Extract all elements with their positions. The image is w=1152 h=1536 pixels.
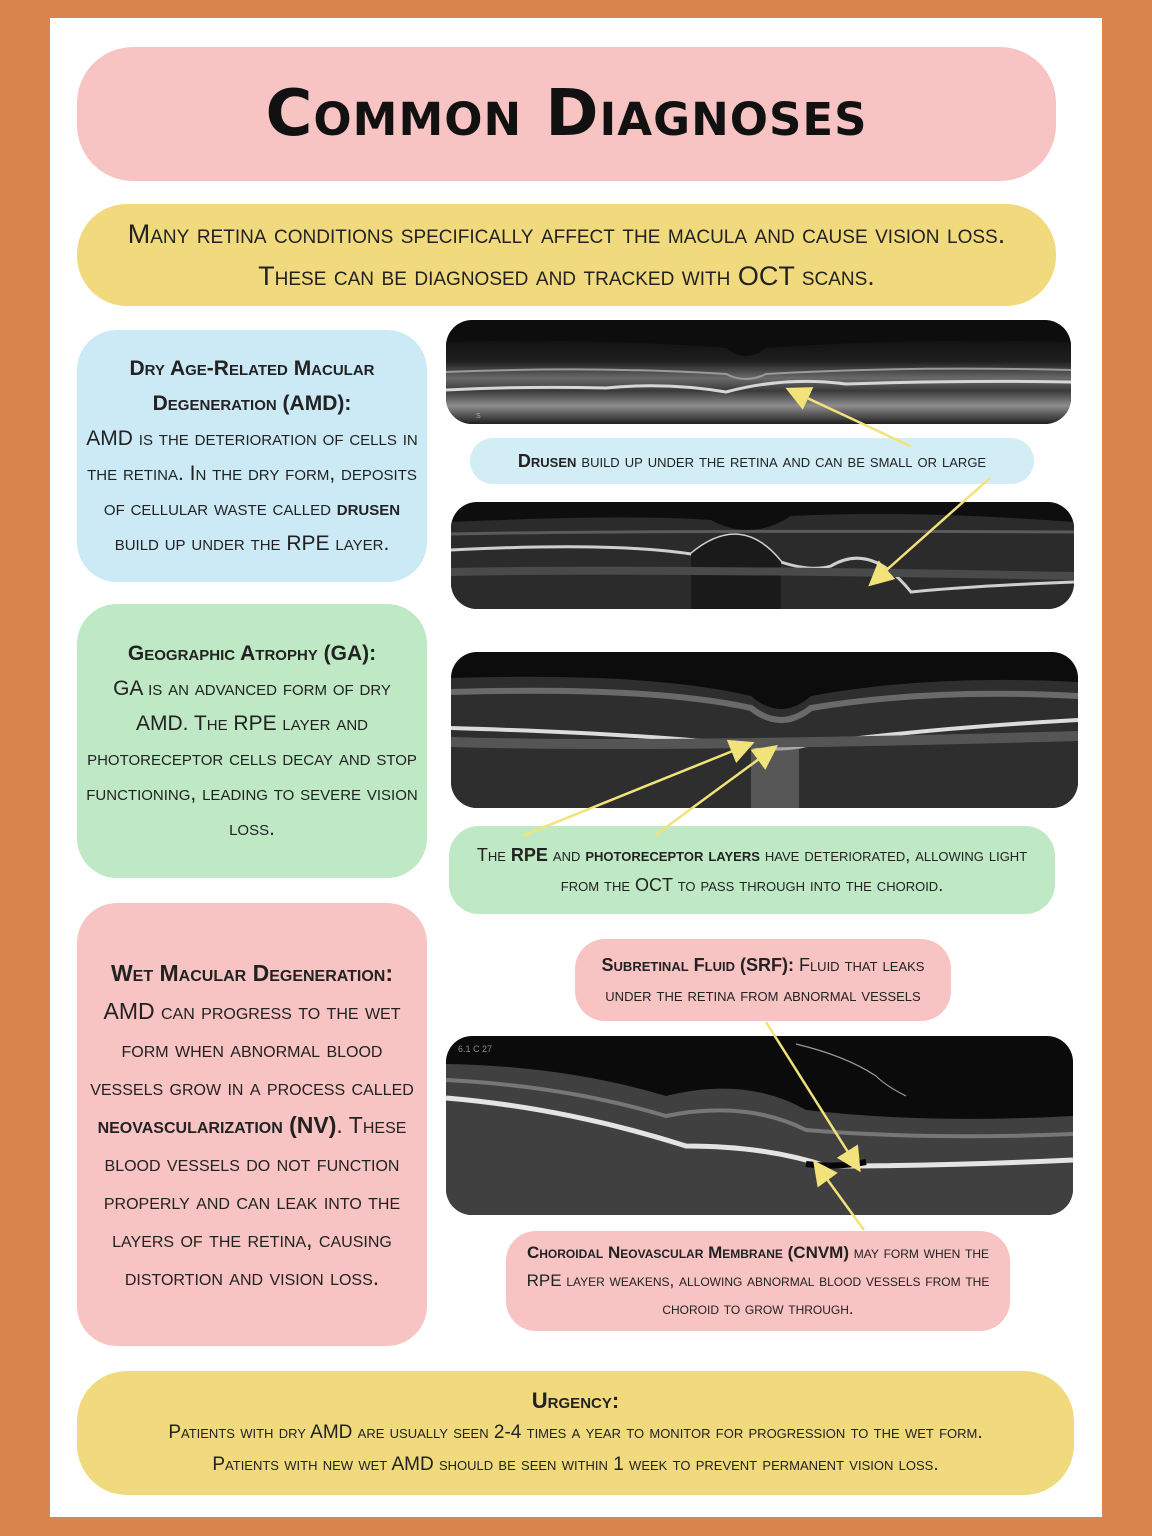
urgency-banner: Urgency: Patients with dry AMD are usual… <box>77 1371 1074 1495</box>
oct-scan-drusen-2 <box>451 502 1074 609</box>
ga-caption-b2: photoreceptor layers <box>585 845 760 865</box>
urgency-line-1: Patients with dry AMD are usually seen 2… <box>168 1422 983 1443</box>
dry-amd-text-a: AMD is the deterioration of cells in the… <box>86 427 418 520</box>
wet-amd-card: Wet Macular Degeneration: AMD can progre… <box>77 903 427 1346</box>
drusen-caption: Drusen build up under the retina and can… <box>470 438 1034 484</box>
intro-banner: Many retina conditions specifically affe… <box>77 204 1056 306</box>
dry-amd-heading: Dry Age-Related Macular Degeneration (AM… <box>129 357 375 415</box>
ga-text: GA is an advanced form of dry AMD. The R… <box>86 677 418 840</box>
drusen-caption-bold: Drusen <box>517 450 577 471</box>
srf-caption: Subretinal Fluid (SRF): Fluid that leaks… <box>575 939 951 1021</box>
ga-heading: Geographic Atrophy (GA): <box>127 642 377 665</box>
urgency-heading: Urgency: <box>531 1388 620 1413</box>
title-banner: Common Diagnoses <box>77 47 1056 181</box>
wet-amd-bold: neovascularization (NV) <box>97 1111 337 1138</box>
oct-scan-wet: 6.1 C 27 <box>446 1036 1073 1215</box>
oct-scan-drusen-1: S <box>446 320 1071 424</box>
urgency-line-2: Patients with new wet AMD should be seen… <box>212 1454 939 1475</box>
cnvm-caption-text: may form when the RPE layer weakens, all… <box>526 1243 990 1318</box>
ga-caption-t1: The <box>476 845 511 865</box>
scan1-mark: S <box>476 413 481 420</box>
dry-amd-bold: drusen <box>336 497 401 520</box>
dry-amd-text-b: build up under the RPE layer. <box>114 532 390 555</box>
ga-card: Geographic Atrophy (GA): GA is an advanc… <box>77 604 427 878</box>
oct-scan-ga <box>451 652 1078 808</box>
page-title: Common Diagnoses <box>265 77 868 151</box>
intro-text: Many retina conditions specifically affe… <box>127 219 1006 291</box>
ga-caption-t2: and <box>547 845 586 865</box>
dry-amd-card: Dry Age-Related Macular Degeneration (AM… <box>77 330 427 582</box>
scan4-mark: 6.1 C 27 <box>458 1044 492 1054</box>
srf-caption-bold: Subretinal Fluid (SRF): <box>601 955 794 975</box>
cnvm-caption: Choroidal Neovascular Membrane (CNVM) ma… <box>506 1231 1010 1331</box>
ga-caption: The RPE and photoreceptor layers have de… <box>449 826 1055 914</box>
srf-caption-text: Fluid that leaks under the retina from a… <box>605 955 925 1005</box>
drusen-caption-text: build up under the retina and can be sma… <box>576 450 987 471</box>
ga-caption-t3: have deteriorated, allowing light from t… <box>560 845 1028 895</box>
poster-sheet: Common Diagnoses Many retina conditions … <box>50 18 1102 1517</box>
wet-amd-text-b: . These blood vessels do not function pr… <box>103 1111 407 1290</box>
ga-caption-b1: RPE <box>510 845 548 865</box>
wet-amd-heading: Wet Macular Degeneration: <box>110 959 394 986</box>
cnvm-caption-bold: Choroidal Neovascular Membrane (CNVM) <box>526 1243 850 1262</box>
wet-amd-text-a: AMD can progress to the wet form when ab… <box>90 997 414 1100</box>
